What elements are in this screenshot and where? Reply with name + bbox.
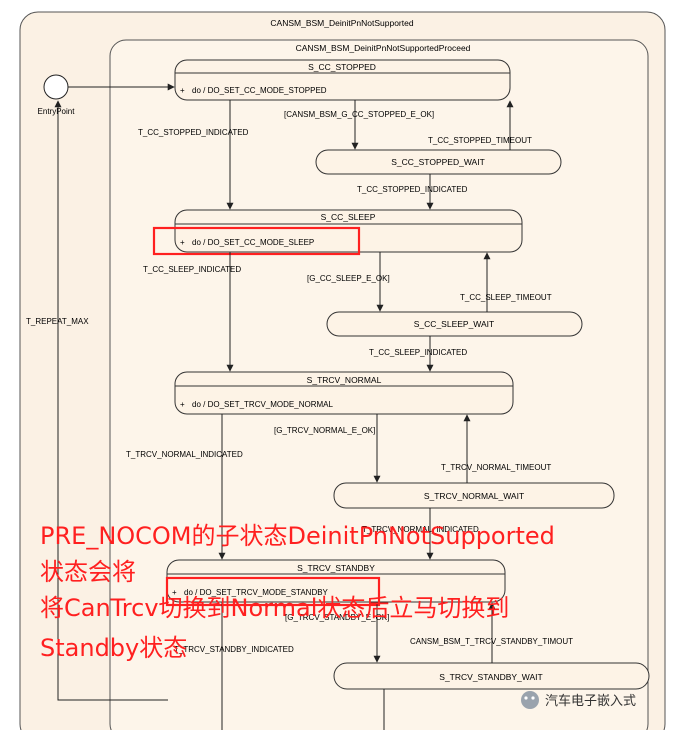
state-cc-stopped xyxy=(174,59,511,101)
label-t-trcv-standby-timeout: CANSM_BSM_T_TRCV_STANDBY_TIMOUT xyxy=(410,637,573,646)
label-g-cc-sleep-e-ok: [G_CC_SLEEP_E_OK] xyxy=(307,274,390,283)
state-cc-sleep-wait xyxy=(326,311,583,337)
transition-repeat-max xyxy=(54,100,168,701)
state-trcv-normal-name: S_TRCV_NORMAL xyxy=(307,375,382,385)
state-trcv-standby-wait-name: S_TRCV_STANDBY_WAIT xyxy=(439,672,542,682)
label-t-cc-stopped-timeout: T_CC_STOPPED_TIMEOUT xyxy=(428,136,532,145)
label-g-trcv-normal-e-ok: [G_TRCV_NORMAL_E_OK] xyxy=(274,426,375,435)
label-t-trcv-normal-indicated-1: T_TRCV_NORMAL_INDICATED xyxy=(126,450,243,459)
state-cc-sleep-action: do / DO_SET_CC_MODE_SLEEP xyxy=(192,238,314,247)
label-g-cc-stopped-e-ok: [CANSM_BSM_G_CC_STOPPED_E_OK] xyxy=(284,110,434,119)
annotation-line-2: 状态会将 xyxy=(40,558,136,586)
label-t-cc-stopped-indicated-1: T_CC_STOPPED_INDICATED xyxy=(138,128,249,137)
state-trcv-normal-action: do / DO_SET_TRCV_MODE_NORMAL xyxy=(192,400,333,409)
state-trcv-normal-plus: + xyxy=(180,400,185,409)
label-t-cc-sleep-indicated-1: T_CC_SLEEP_INDICATED xyxy=(143,265,241,274)
entry-point-node xyxy=(43,74,69,100)
state-trcv-standby-name: S_TRCV_STANDBY xyxy=(297,563,375,573)
state-trcv-normal-wait xyxy=(333,482,615,509)
state-cc-stopped-name: S_CC_STOPPED xyxy=(308,62,376,72)
entry-point-label: EntryPoint xyxy=(38,107,76,116)
label-t-trcv-normal-indicated-2: T_TRCV_NORMAL_INDICATED xyxy=(362,525,479,534)
wechat-logo-icon xyxy=(521,691,539,709)
watermark-text: 汽车电子嵌入式 xyxy=(545,693,636,709)
label-t-cc-sleep-timeout: T_CC_SLEEP_TIMEOUT xyxy=(460,293,552,302)
state-trcv-normal-wait-name: S_TRCV_NORMAL_WAIT xyxy=(424,491,524,501)
watermark: 汽车电子嵌入式 xyxy=(521,691,636,709)
label-g-trcv-standby-e-ok: [G_TRCV_STANDBY_E_OK] xyxy=(285,613,389,622)
label-t-repeat-max: T_REPEAT_MAX xyxy=(26,317,89,326)
state-trcv-standby-action: do / DO_SET_TRCV_MODE_STANDBY xyxy=(184,588,329,597)
outer-state-title: CANSM_BSM_DeinitPnNotSupported xyxy=(270,18,413,28)
state-cc-sleep xyxy=(174,209,523,253)
inner-state-title: CANSM_BSM_DeinitPnNotSupportedProceed xyxy=(296,43,471,53)
label-t-cc-sleep-indicated-2: T_CC_SLEEP_INDICATED xyxy=(369,348,467,357)
label-t-cc-stopped-indicated-2: T_CC_STOPPED_INDICATED xyxy=(357,185,468,194)
annotation-line-1: PRE_NOCOM的子状态DeinitPnNotSupported xyxy=(40,522,555,550)
state-cc-stopped-action: do / DO_SET_CC_MODE_STOPPED xyxy=(192,86,327,95)
label-t-trcv-normal-timeout: T_TRCV_NORMAL_TIMEOUT xyxy=(441,463,551,472)
state-cc-stopped-wait xyxy=(315,149,562,175)
state-cc-sleep-plus: + xyxy=(180,238,185,247)
state-cc-sleep-wait-name: S_CC_SLEEP_WAIT xyxy=(414,319,494,329)
highlight-trcv-standby-action xyxy=(165,576,381,607)
state-cc-stopped-plus: + xyxy=(180,86,185,95)
annotation-line-4: Standby状态 xyxy=(40,634,187,662)
label-t-trcv-standby-indicated: T_TRCV_STANDBY_INDICATED xyxy=(174,645,294,654)
annotation-line-3: 将CanTrcv切换到Normal状态后立马切换到 xyxy=(40,594,509,622)
state-trcv-normal xyxy=(174,371,514,415)
highlight-cc-sleep-action xyxy=(152,226,361,256)
state-trcv-standby-plus: + xyxy=(172,588,177,597)
state-cc-stopped-wait-name: S_CC_STOPPED_WAIT xyxy=(391,157,485,167)
state-cc-sleep-name: S_CC_SLEEP xyxy=(321,212,376,222)
